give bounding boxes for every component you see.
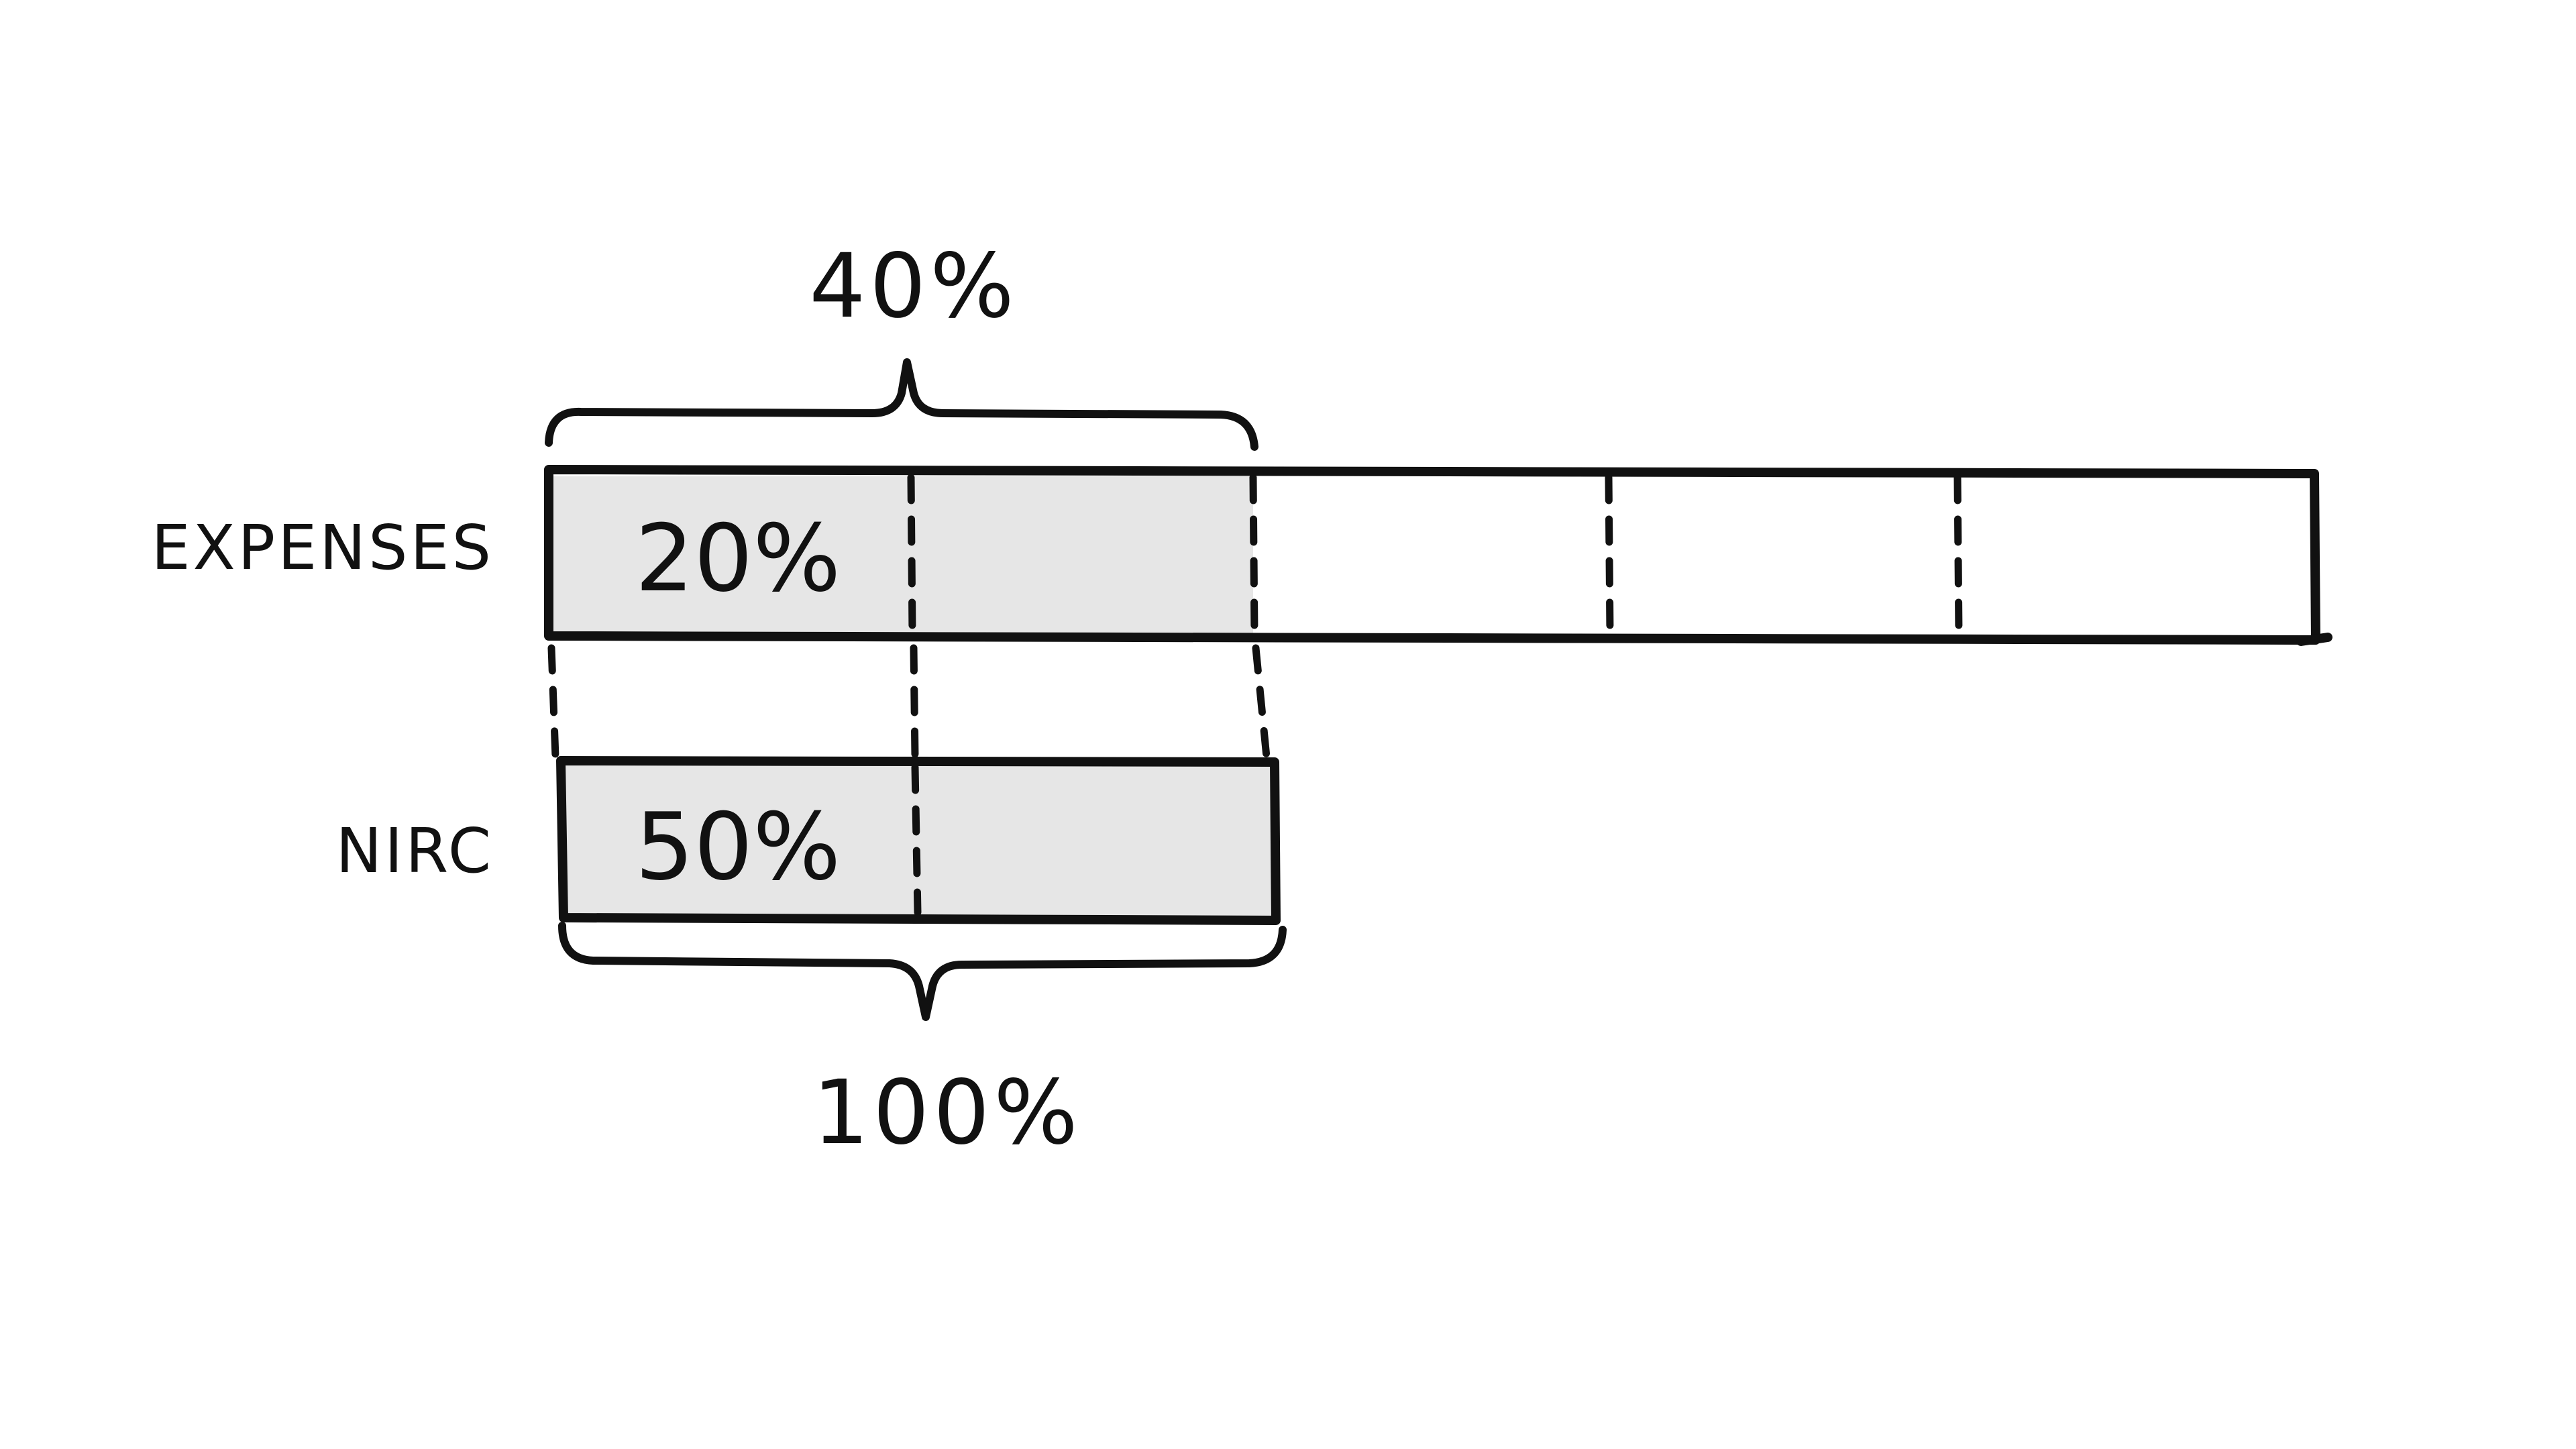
nirc-segment-label: 50% bbox=[635, 793, 841, 901]
expenses-shaded-region bbox=[550, 476, 1253, 635]
expenses-segment-label: 20% bbox=[635, 504, 841, 612]
bottom-brace-label: 100% bbox=[812, 1061, 1081, 1165]
expenses-bar-underline-tail bbox=[2296, 633, 2332, 646]
expenses-divider-2 bbox=[1249, 474, 1258, 637]
connector-right bbox=[1252, 644, 1271, 761]
top-brace-label: 40% bbox=[809, 235, 1018, 338]
top-brace bbox=[545, 358, 1258, 451]
row-label-nirc: NIRC bbox=[335, 815, 494, 887]
expenses-divider-1 bbox=[907, 474, 916, 637]
nirc-bar bbox=[556, 756, 1281, 925]
connector-left bbox=[547, 644, 559, 761]
expenses-divider-3 bbox=[1605, 474, 1614, 637]
expenses-divider-4 bbox=[1953, 474, 1963, 637]
bottom-brace bbox=[558, 922, 1287, 1021]
nirc-divider-1 bbox=[911, 763, 922, 916]
row-label-expenses: EXPENSES bbox=[151, 512, 494, 584]
connector-middle bbox=[910, 644, 919, 761]
